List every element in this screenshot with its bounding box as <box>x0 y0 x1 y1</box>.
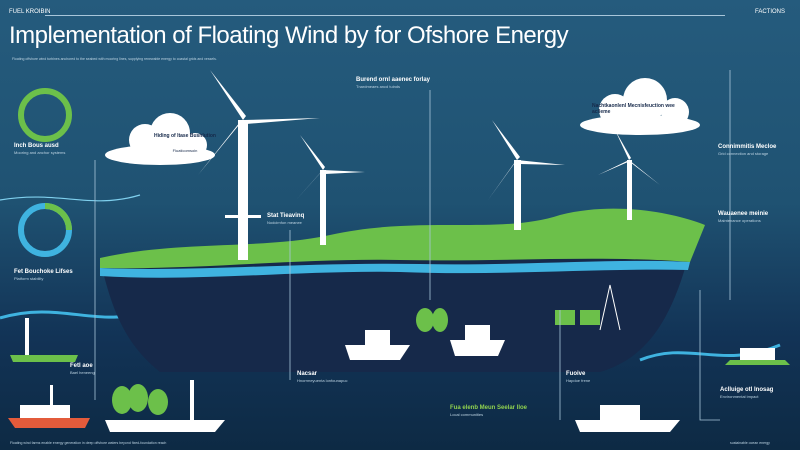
ship-icon <box>105 380 225 432</box>
page-subtitle: Floating offshore wind turbines anchored… <box>12 57 217 61</box>
page-title: Implementation of Floating Wind by for O… <box>9 22 569 49</box>
ring-gauge <box>18 88 72 142</box>
tree-icon <box>112 308 448 415</box>
cloud-icon <box>105 113 215 165</box>
callout-body: Environmental impact <box>720 394 759 399</box>
callout-body: Tnardmeaes ancd tuinds <box>356 84 401 89</box>
ship-icon <box>345 330 410 360</box>
footer-right: sustainable ocean energy <box>730 441 770 445</box>
cloud-icon <box>580 78 700 135</box>
hull-shape <box>100 250 690 372</box>
callout-body: Mooring and anchor systems <box>14 150 66 155</box>
tower-icon <box>599 284 621 331</box>
callout-body: Grid connection and storage <box>718 151 769 156</box>
callout-body: Hnorrmeyuenta lonfounapuc <box>297 378 348 383</box>
ship-icon <box>8 385 90 428</box>
callout-body: Local communities <box>450 412 484 417</box>
wind-turbine <box>296 135 365 245</box>
callout-title: Wauaenee meinie <box>718 211 769 217</box>
callout-body: Maintenance operations <box>718 218 761 223</box>
power-plant-icon <box>10 318 790 365</box>
callout-body: Platform stability <box>14 276 44 281</box>
footer-note: Floating wind farms enable energy genera… <box>10 441 167 445</box>
header-kicker: FUEL KROIBIN <box>9 9 51 15</box>
wind-turbine <box>198 70 320 260</box>
callout-title: Connimmitis Mecloe <box>718 144 777 150</box>
header-corner: FACTIONS <box>755 9 786 15</box>
header-rule <box>45 15 725 16</box>
ship-icon <box>575 405 680 432</box>
callout-body: Hapdoe frene <box>566 378 591 383</box>
callout-title: Aclluige otl Inosag <box>720 387 774 393</box>
ship-icon <box>450 325 505 356</box>
callout-title: Nacsar <box>297 371 318 377</box>
land-shape <box>100 208 705 269</box>
callout-title: Stat Tieavinq <box>267 213 305 219</box>
connector-lines <box>94 70 731 421</box>
callout-title: Fetl aoe <box>70 363 93 369</box>
callout-title: Fet Bouchoke Lifses <box>14 269 73 275</box>
callout-title: Fuoive <box>566 371 586 377</box>
callout-title: Inch Bous ausd <box>14 143 59 149</box>
wave-line <box>0 194 141 202</box>
callout-title: Burend ornl aaenec forlay <box>356 77 431 83</box>
cloud-label: Nachtkaonlenl Mecnisfeuction wee aclleme <box>592 103 675 115</box>
callout-body: Bael heneeng <box>70 370 95 375</box>
wind-turbine <box>598 130 660 220</box>
callout-title: Fua elenb Meun Seelar lloe <box>450 405 528 411</box>
callout-body: Nodcirnfon meanee <box>267 220 302 225</box>
cloud-label-sub: Fluaticomsoin <box>172 148 198 153</box>
wind-turbine <box>488 120 565 230</box>
water-band <box>100 260 690 278</box>
cloud-label: Hiding of ltase Bushlution <box>154 133 216 139</box>
ring-gauge-arc <box>44 203 72 231</box>
